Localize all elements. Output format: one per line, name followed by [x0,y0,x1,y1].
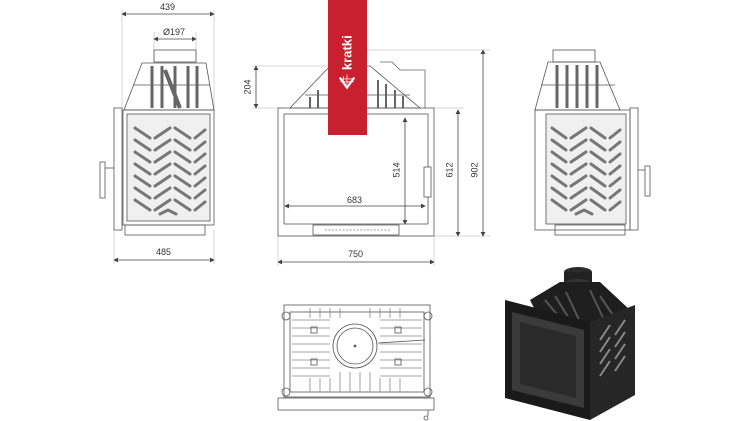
side-view-left [99,10,215,264]
kratki-logo-icon: kratki [338,35,356,90]
brand-banner: kratki [328,0,367,135]
chevron-pattern [550,126,622,216]
dim-base-width: 485 [156,247,172,257]
top-view [277,304,435,421]
brand-name: kratki [339,35,354,70]
chevron-pattern [133,126,207,216]
front-view [252,49,490,266]
dim-opening-height: 514 [391,162,402,178]
dim-overall-width-front: 750 [348,249,364,259]
side-view-right [534,49,651,236]
dim-flue-diameter: Ø197 [163,27,186,37]
dim-overall-width-side: 439 [160,2,176,12]
3d-render [505,267,635,420]
dim-top-height: 204 [242,79,253,95]
dim-body-height: 612 [444,162,455,178]
dim-opening-width: 683 [347,195,363,205]
dim-total-height: 902 [469,162,480,178]
